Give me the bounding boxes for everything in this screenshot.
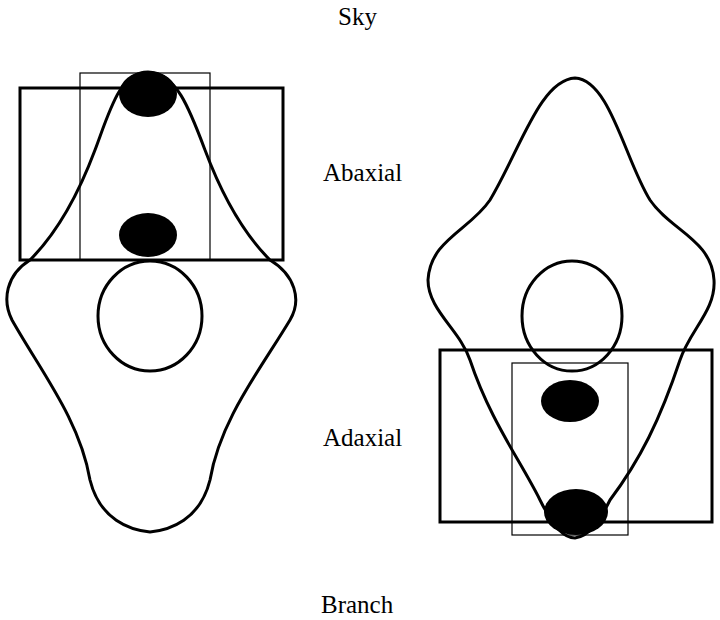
branch-label: Branch bbox=[319, 591, 395, 619]
left-top-dot bbox=[119, 71, 177, 117]
right-bottom-dot bbox=[544, 489, 608, 535]
right-thin-box bbox=[512, 363, 628, 535]
right-upper-dot bbox=[541, 380, 599, 422]
adaxial-label: Adaxial bbox=[321, 424, 404, 452]
abaxial-label: Abaxial bbox=[321, 159, 404, 187]
left-vascular-circle bbox=[98, 261, 202, 371]
left-outline bbox=[7, 72, 296, 532]
right-outline bbox=[428, 78, 714, 538]
left-lower-dot bbox=[119, 213, 177, 257]
right-vascular-circle bbox=[522, 261, 622, 371]
sky-label: Sky bbox=[336, 3, 379, 31]
